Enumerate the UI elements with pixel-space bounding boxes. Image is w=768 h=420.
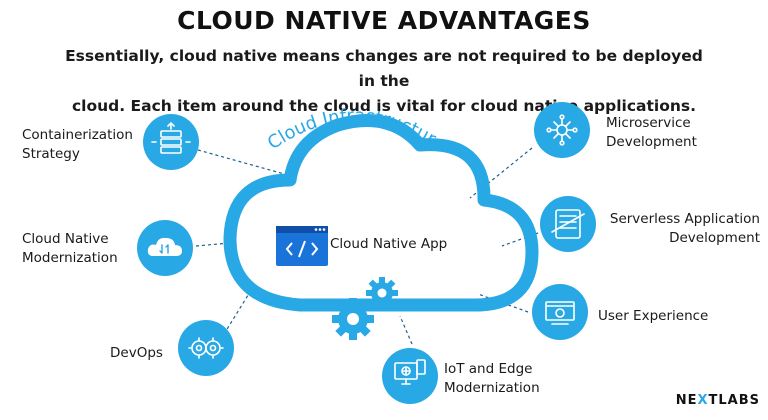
serverless-circle bbox=[540, 196, 596, 252]
node-label-containerization: Containerization Strategy bbox=[22, 126, 133, 164]
containerization-circle bbox=[143, 114, 199, 170]
node-label-line2: Modernization bbox=[22, 250, 118, 266]
node-label-iot: IoT and Edge Modernization bbox=[444, 360, 540, 398]
node-label-user-experience: User Experience bbox=[598, 307, 708, 326]
page-title: CLOUD NATIVE ADVANTAGES bbox=[177, 6, 591, 35]
node-label-line1: IoT and Edge bbox=[444, 361, 533, 377]
node-label-line1: Containerization bbox=[22, 127, 133, 143]
node-label-devops: DevOps bbox=[110, 344, 163, 363]
subtitle-line-2: cloud. Each item around the cloud is vit… bbox=[71, 97, 697, 115]
node-label-line1: Microservice bbox=[606, 115, 691, 131]
page-subtitle: Essentially, cloud native means changes … bbox=[60, 44, 708, 119]
node-label-line1: DevOps bbox=[110, 345, 163, 361]
subtitle-line-1: Essentially, cloud native means changes … bbox=[65, 47, 703, 90]
user-experience-circle bbox=[532, 284, 588, 340]
node-label-line1: User Experience bbox=[598, 308, 709, 324]
node-label-microservice: Microservice Development bbox=[606, 114, 697, 152]
connector-devops bbox=[223, 291, 251, 335]
brand-part-2: TLABS bbox=[708, 393, 760, 408]
node-label-line2: Modernization bbox=[444, 380, 540, 396]
iot-circle bbox=[382, 348, 438, 404]
brand-x: X bbox=[697, 393, 709, 408]
node-circles bbox=[137, 102, 596, 404]
brand-part-1: NE bbox=[675, 393, 698, 408]
gears-decoration bbox=[332, 277, 398, 340]
node-label-line2: Strategy bbox=[22, 146, 80, 162]
node-label-line1: Cloud Native bbox=[22, 231, 109, 247]
devices-icon bbox=[394, 359, 426, 385]
serverless-icon bbox=[551, 209, 585, 239]
brand-logo: NEXTLABS bbox=[676, 393, 760, 408]
gears-icon bbox=[188, 337, 224, 359]
cloud-shape bbox=[223, 114, 539, 312]
ux-device-icon bbox=[545, 301, 575, 325]
node-label-serverless: Serverless Application Development bbox=[600, 210, 760, 248]
server-stack-icon bbox=[151, 121, 191, 154]
node-label-line2: Development bbox=[606, 134, 697, 150]
node-label-modernization: Cloud Native Modernization bbox=[22, 230, 118, 268]
microservice-circle bbox=[534, 102, 590, 158]
cloud-native-app-label: Cloud Native App bbox=[330, 236, 448, 252]
connector-iot bbox=[399, 315, 413, 345]
cloud-transfer-icon bbox=[147, 237, 182, 256]
code-window-icon bbox=[276, 226, 328, 266]
network-hub-icon bbox=[546, 114, 578, 146]
node-label-line2: Development bbox=[669, 230, 760, 246]
node-label-line1: Serverless Application bbox=[609, 211, 760, 227]
connector-containerization bbox=[197, 149, 289, 176]
